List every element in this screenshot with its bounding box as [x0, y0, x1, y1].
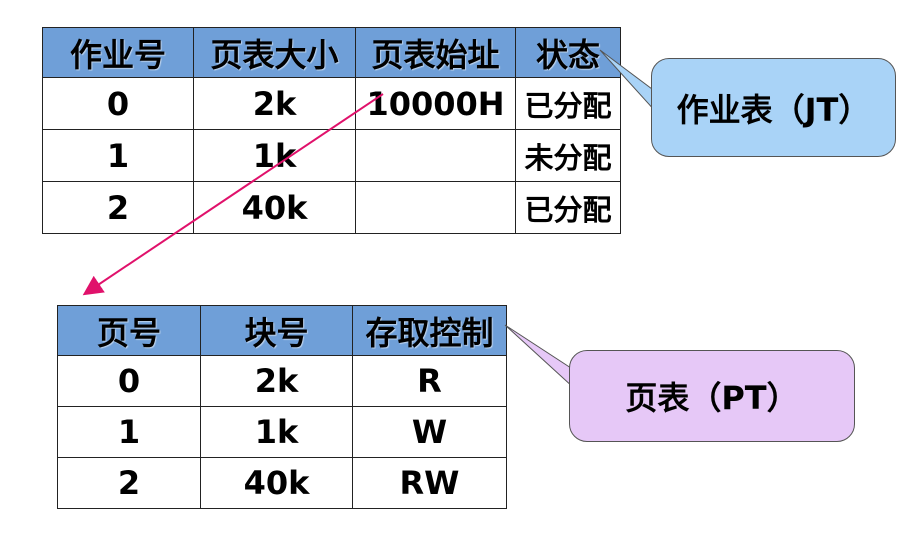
- job-id-cell: 1: [42, 129, 194, 182]
- access-cell: R: [352, 355, 507, 407]
- pt-size-cell: 2k: [193, 77, 356, 130]
- pt-size-cell: 1k: [193, 129, 356, 182]
- access-cell: RW: [352, 457, 507, 509]
- page-no-cell: 2: [57, 457, 201, 509]
- job-table-header-job-id: 作业号: [42, 27, 194, 78]
- pt-address-cell: [355, 181, 516, 234]
- status-cell: 已分配: [515, 181, 621, 234]
- block-no-cell: 1k: [200, 406, 353, 458]
- table-row: 0 2k R: [57, 355, 507, 407]
- table-row: 2 40k 已分配: [42, 181, 621, 234]
- job-table-callout: 作业表（JT）: [651, 58, 896, 157]
- jt-callout-pointer: [599, 49, 657, 114]
- table-row: 1 1k W: [57, 406, 507, 458]
- page-table-header-block-no: 块号: [200, 305, 353, 356]
- page-table: 页号 块号 存取控制 0 2k R 1 1k W 2 40k RW: [57, 305, 507, 509]
- table-row: 2 40k RW: [57, 457, 507, 509]
- status-cell: 未分配: [515, 129, 621, 182]
- status-cell: 已分配: [515, 77, 621, 130]
- page-no-cell: 0: [57, 355, 201, 407]
- job-table-callout-label: 作业表（JT）: [676, 90, 871, 129]
- page-table-header-row: 页号 块号 存取控制: [57, 305, 507, 356]
- page-table-header-page-no: 页号: [57, 305, 201, 356]
- job-table: 作业号 页表大小 页表始址 状态 0 2k 10000H 已分配 1 1k 未分…: [42, 27, 621, 234]
- page-table-callout-label: 页表（PT）: [625, 379, 799, 417]
- block-no-cell: 40k: [200, 457, 353, 509]
- access-cell: W: [352, 406, 507, 458]
- page-table-callout: 页表（PT）: [569, 350, 855, 442]
- table-row: 0 2k 10000H 已分配: [42, 77, 621, 130]
- page-table-address-arrow: [82, 93, 384, 296]
- page-table-header-access: 存取控制: [352, 305, 507, 356]
- pt-address-cell: 10000H: [355, 77, 516, 130]
- page-no-cell: 1: [57, 406, 201, 458]
- table-row: 1 1k 未分配: [42, 129, 621, 182]
- job-id-cell: 0: [42, 77, 194, 130]
- pt-size-cell: 40k: [193, 181, 356, 234]
- job-table-header-pt-size: 页表大小: [193, 27, 356, 78]
- block-no-cell: 2k: [200, 355, 353, 407]
- job-id-cell: 2: [42, 181, 194, 234]
- pt-callout-pointer: [504, 324, 575, 390]
